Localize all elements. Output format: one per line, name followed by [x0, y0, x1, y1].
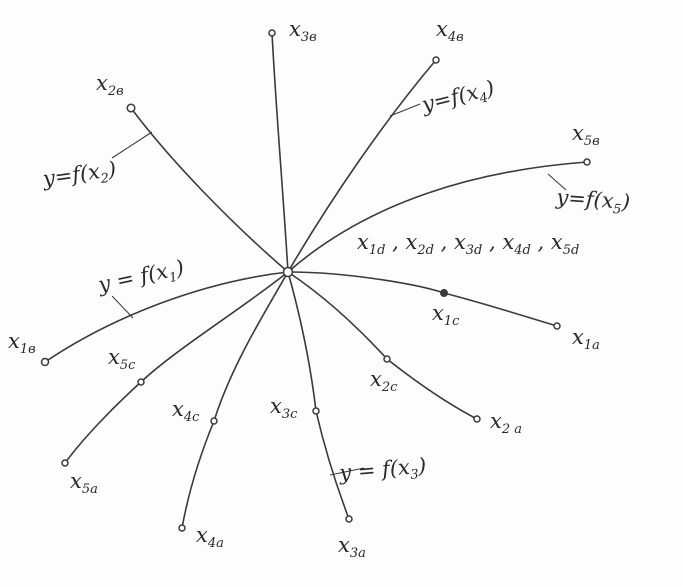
label-x3a: x3a: [338, 533, 366, 561]
line-x5a: [65, 272, 288, 463]
label-x3c: x3c: [270, 394, 298, 422]
label-x2c: x2c: [370, 367, 398, 395]
node-x3a: [346, 516, 352, 522]
line-x2: [131, 108, 288, 272]
label-x5c: x5c: [108, 345, 136, 373]
function-label-f5: y=f(x5): [554, 185, 631, 218]
line-x3: [272, 33, 288, 272]
label-x2b: x2в: [96, 71, 124, 99]
node-x4a: [179, 525, 185, 531]
leader-f2: [112, 132, 152, 158]
label-x4c: x4c: [172, 397, 200, 425]
label-x1a: x1a: [572, 325, 600, 353]
node-x4c: [211, 418, 217, 424]
node-x1c: [441, 290, 448, 297]
line-x5: [288, 162, 587, 272]
leader-f1: [112, 296, 133, 318]
line-x1: [45, 272, 288, 362]
label-x5b: x5в: [572, 121, 600, 149]
leader-f4: [390, 104, 420, 116]
node-x3b: [269, 30, 275, 36]
node-x2a: [474, 416, 480, 422]
label-x1c: x1c: [432, 301, 460, 329]
node-x2b: [127, 104, 135, 112]
label-x4b: x4в: [436, 17, 464, 45]
node-x5a: [62, 460, 68, 466]
node-center: [284, 268, 293, 277]
node-x1b: [42, 359, 49, 366]
label-x1b: x1в: [8, 329, 36, 357]
node-x1a: [554, 323, 560, 329]
node-x4b: [433, 57, 439, 63]
label-x5a: x5a: [70, 469, 98, 497]
line-x1a: [288, 272, 557, 326]
label-x2a: x2 a: [490, 409, 522, 437]
function-label-f4: y=f(x4): [418, 76, 497, 121]
function-label-f2: y=f(x2): [40, 157, 118, 195]
center-junction-label: x1d , x2d , x3d , x4d , x5d: [357, 230, 579, 258]
label-x4a: x4a: [196, 523, 224, 551]
node-x5c: [138, 379, 144, 385]
label-x3b: x3в: [289, 17, 317, 45]
node-labels: x1в x2в x3в x4в x5в x1a x2 a x3a x4a x5a…: [8, 17, 600, 561]
node-x2c: [384, 356, 390, 362]
function-label-f3: y = f(x3): [337, 453, 427, 489]
node-x3c: [313, 408, 319, 414]
function-label-f1: y = f(x1): [95, 255, 187, 301]
node-x5b: [584, 159, 590, 165]
function-labels: y = f(x1) y=f(x2) y = f(x3) y=f(x4) y=f(…: [40, 76, 631, 489]
